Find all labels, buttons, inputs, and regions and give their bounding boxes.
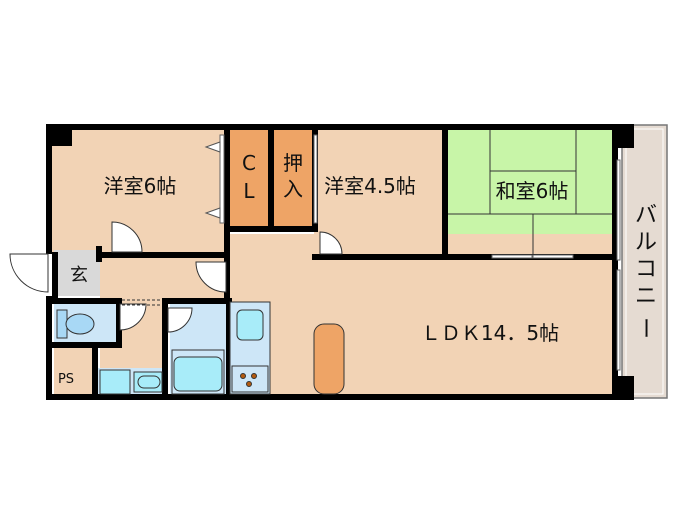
balcony [621, 124, 668, 399]
balcony-label-1: バ [635, 203, 657, 228]
japanese-room-label: 和室6帖 [496, 179, 569, 203]
toilet-fixture [56, 309, 95, 339]
dining-counter [313, 323, 345, 395]
oshiire-label-top: 押 [283, 151, 303, 175]
oshiire-label-bottom: 入 [283, 177, 303, 201]
oshiire-closet-floor [274, 130, 314, 228]
western-room-2-label: 洋室4.5帖 [324, 174, 416, 198]
washbasin-fixtures [99, 369, 163, 395]
western-room-1-floor [52, 130, 224, 252]
balcony-label-3: コ [635, 257, 657, 282]
entrance-floor [54, 250, 100, 296]
balcony-label-5: ー [632, 317, 657, 339]
bathtub [171, 349, 225, 395]
ps-floor [54, 346, 92, 394]
sliding-doors [219, 134, 621, 371]
western-room-1-label: 洋室6帖 [104, 174, 177, 198]
doors [9, 221, 343, 333]
ldk-floor [230, 234, 618, 394]
cl-closet-floor [230, 130, 270, 228]
cl-label-bottom: L [243, 179, 255, 203]
cl-label-top: C [242, 151, 256, 175]
ldk-label: ＬＤＫ14．5帖 [421, 321, 559, 345]
ps-label: PS [58, 372, 74, 387]
balcony-label-2: ル [635, 230, 657, 255]
tatami-mats [448, 130, 618, 254]
entrance-label: 玄 [70, 265, 88, 286]
balcony-inner-edge [625, 128, 664, 395]
balcony-label-4: ニ [635, 284, 657, 309]
closet-markers [204, 141, 221, 219]
kitchen-counter [229, 301, 271, 395]
western-room-2-floor [314, 130, 442, 254]
